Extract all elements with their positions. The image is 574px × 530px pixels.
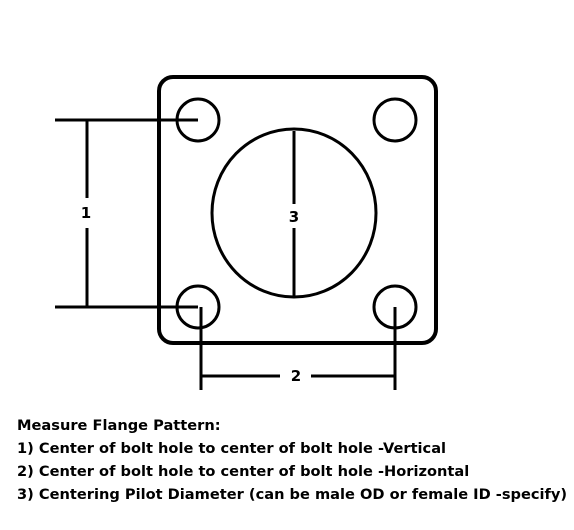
dimension-label-3: 3 [289, 208, 299, 226]
dimension-label-2: 2 [291, 367, 301, 385]
dimension-label-1: 1 [81, 204, 91, 222]
note-item-1: 1) Center of bolt hole to center of bolt… [17, 440, 447, 457]
notes-heading: Measure Flange Pattern: [17, 417, 221, 434]
measurement-notes: Measure Flange Pattern: 1) Center of bol… [17, 414, 567, 506]
note-item-2: 2) Center of bolt hole to center of bolt… [17, 463, 470, 480]
flange-outline [157, 75, 438, 345]
bolt-hole-top-right [372, 97, 418, 143]
flange-diagram: 3 1 2 [55, 75, 438, 390]
note-item-3: 3) Centering Pilot Diameter (can be male… [17, 486, 568, 503]
